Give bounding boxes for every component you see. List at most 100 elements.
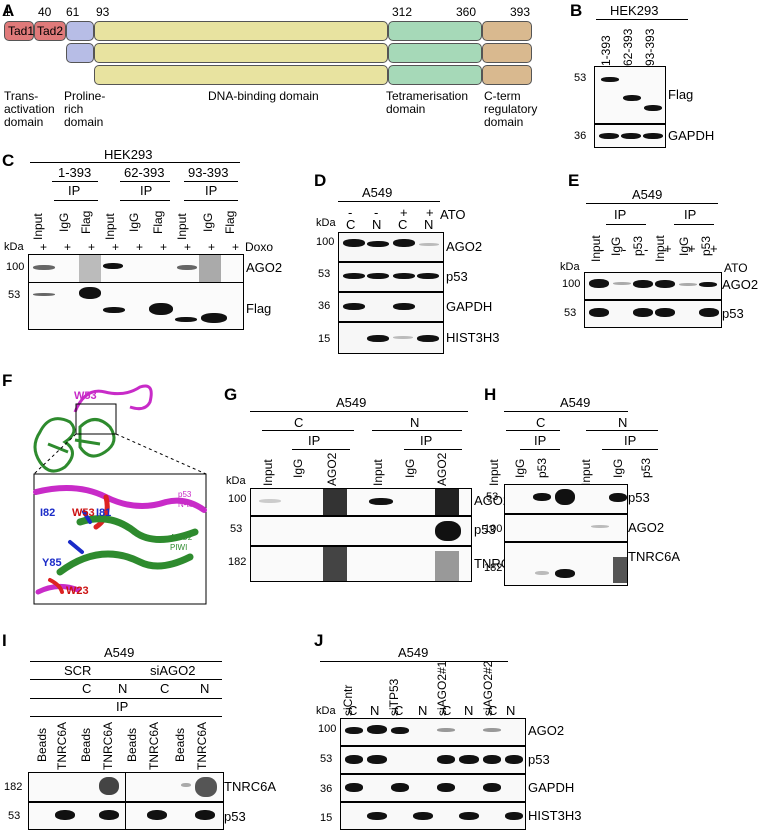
zoom-line (115, 433, 207, 475)
ip-e-2: IP (684, 207, 697, 222)
divider (125, 803, 126, 829)
blot-label-c-ago2: AGO2 (246, 260, 283, 275)
band (367, 335, 389, 342)
band (79, 255, 101, 283)
lane-h-6: p53 (639, 457, 653, 478)
band (417, 335, 439, 342)
cterm-domain-2 (482, 43, 532, 63)
plus: + (64, 240, 72, 254)
kda-g-53: 53 (230, 523, 243, 535)
blot-g-ago2 (250, 488, 472, 516)
tet-domain-1 (388, 21, 482, 41)
band (633, 280, 653, 288)
band (195, 777, 217, 797)
band (55, 810, 75, 820)
band (33, 293, 55, 296)
band (437, 783, 455, 792)
residue-w53-top: W53 (74, 390, 97, 402)
line (520, 449, 560, 450)
ip-g-1: IP (308, 433, 321, 448)
line (586, 430, 658, 431)
band (99, 810, 119, 820)
kda-c-100: 100 (6, 261, 25, 273)
blot-h-ago2 (504, 514, 628, 542)
cell-line-h: A549 (560, 395, 591, 410)
band (655, 308, 675, 317)
kda-label-c: kDa (4, 241, 24, 253)
ip-h-1: IP (534, 433, 547, 448)
kda-b-36: 36 (574, 130, 587, 142)
ato-e-6: + (710, 241, 718, 256)
band (343, 303, 365, 310)
lane-d-3: C (398, 217, 408, 232)
ato-e-2: - (622, 242, 627, 257)
structure-illustration (33, 384, 207, 605)
blot-j-gapdh (340, 774, 526, 802)
band (417, 273, 439, 279)
band (33, 265, 55, 270)
lane-g-3: AGO2 (325, 452, 339, 486)
header-line-e (586, 203, 718, 204)
band (435, 489, 459, 515)
ato-label-e: ATO (724, 261, 748, 275)
ato-e-5: + (688, 241, 696, 256)
fraction-h-n: N (618, 415, 628, 430)
lane-c-8: IgG (201, 212, 215, 232)
band (103, 263, 123, 269)
ip-e-1: IP (614, 207, 627, 222)
line (30, 679, 222, 680)
band (555, 569, 575, 578)
ato-e-3: - (644, 242, 649, 257)
kda-j-53: 53 (320, 753, 333, 765)
lane-g-6: AGO2 (435, 452, 449, 486)
band (393, 273, 415, 279)
line (404, 449, 462, 450)
line (54, 200, 98, 201)
proline-label: Proline- rich domain (64, 89, 106, 129)
p53-overview (73, 384, 153, 413)
lane-g-2: IgG (291, 458, 305, 478)
blot-e-ago2 (584, 272, 722, 300)
kda-label-g: kDa (226, 475, 246, 487)
ato-d-1: - (348, 205, 353, 220)
tad1-label: Tad1 (8, 24, 35, 38)
ip-h-2: IP (624, 433, 637, 448)
position-93: 93 (96, 5, 110, 19)
blot-label-j-p53: p53 (528, 752, 550, 767)
position-360: 360 (456, 5, 477, 19)
header-line-g (250, 411, 468, 412)
band (679, 283, 697, 286)
lane-c-1: Input (31, 213, 45, 240)
band (643, 133, 663, 139)
band (393, 303, 415, 310)
ato-d-4: + (426, 205, 434, 220)
ip-i: IP (116, 699, 129, 714)
band (175, 317, 197, 322)
ato-label-d: ATO (440, 207, 466, 222)
band (149, 303, 173, 315)
lane-c-9: Flag (223, 210, 237, 234)
blot-label-d-gapdh: GAPDH (446, 299, 493, 314)
tet-domain-3 (388, 65, 482, 85)
lane-c-2: IgG (57, 212, 71, 232)
panel-label-f: F (2, 371, 13, 390)
band (655, 280, 675, 288)
band (483, 728, 501, 732)
band (699, 308, 719, 317)
band (644, 105, 662, 111)
band (393, 239, 415, 247)
band (419, 243, 439, 246)
band (391, 783, 409, 792)
band (535, 571, 549, 575)
cterm-domain-1 (482, 21, 532, 41)
blot-c-ago2 (28, 254, 244, 284)
tet-domain-2 (388, 43, 482, 63)
lane-i-8: TNRC6A (195, 721, 209, 770)
band (201, 313, 227, 323)
band (613, 557, 627, 583)
lane-g-4: Input (371, 459, 385, 486)
panel-label-b: B (570, 1, 583, 20)
ip-c-1: IP (68, 183, 81, 198)
blot-label-h-p53: p53 (628, 490, 650, 505)
band (459, 755, 479, 764)
